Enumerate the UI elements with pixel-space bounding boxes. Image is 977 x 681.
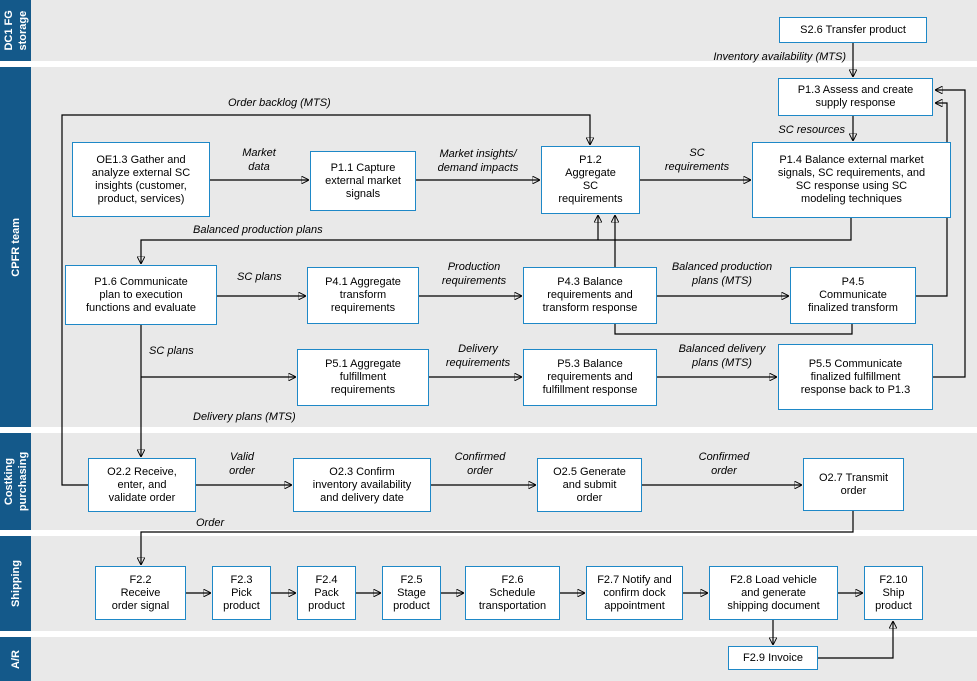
- process-box-p4-5: P4.5 Communicate finalized transform: [790, 267, 916, 324]
- lane-label-shipping: Shipping: [9, 559, 22, 608]
- flow-label-sc-plans-1: SC plans: [237, 271, 282, 283]
- process-box-f2-8: F2.8 Load vehicle and generate shipping …: [709, 566, 838, 620]
- lane-header-costking-purchasing: Costking purchasing: [0, 433, 31, 530]
- flow-label-production-requirements: Production requirements: [441, 261, 507, 287]
- flow-label-balanced-production-plans: Balanced production plans: [193, 224, 323, 236]
- flow-label-market-data: Market data: [242, 147, 276, 173]
- process-box-f2-6: F2.6 Schedule transportation: [465, 566, 560, 620]
- process-box-f2-10: F2.10 Ship product: [864, 566, 923, 620]
- flow-label-delivery-plans-mts: Delivery plans (MTS): [193, 411, 296, 423]
- lane-header-shipping: Shipping: [0, 536, 31, 631]
- flow-label-balanced-delivery-plans-mts: Balanced delivery plans (MTS): [678, 343, 766, 369]
- flow-label-order-backlog: Order backlog (MTS): [228, 97, 331, 109]
- process-box-p1-3: P1.3 Assess and create supply response: [778, 78, 933, 116]
- flow-label-market-insights: Market insights/ demand impacts: [437, 148, 519, 174]
- process-box-o2-3: O2.3 Confirm inventory availability and …: [293, 458, 431, 512]
- process-box-f2-5: F2.5 Stage product: [382, 566, 441, 620]
- process-box-f2-7: F2.7 Notify and confirm dock appointment: [586, 566, 683, 620]
- process-box-o2-2: O2.2 Receive, enter, and validate order: [88, 458, 196, 512]
- lane-ar: [0, 637, 977, 681]
- flow-label-sc-plans-2: SC plans: [149, 345, 194, 357]
- process-box-p5-1: P5.1 Aggregate fulfillment requirements: [297, 349, 429, 406]
- process-box-p1-1: P1.1 Capture external market signals: [310, 151, 416, 211]
- process-box-p5-5: P5.5 Communicate finalized fulfillment r…: [778, 344, 933, 410]
- lane-label-ar: A/R: [9, 649, 22, 669]
- flow-label-order: Order: [196, 517, 225, 529]
- process-box-f2-4: F2.4 Pack product: [297, 566, 356, 620]
- lane-header-cpfr-team: CPFR team: [0, 67, 31, 427]
- lane-header-ar: A/R: [0, 637, 31, 681]
- flow-label-confirmed-order-1: Confirmed order: [454, 451, 506, 477]
- flow-label-valid-order: Valid order: [229, 451, 255, 477]
- lane-label-dc1-fg-storage: DC1 FG storage: [2, 10, 29, 51]
- process-box-p4-3: P4.3 Balance requirements and transform …: [523, 267, 657, 324]
- flow-label-sc-resources: SC resources: [778, 124, 845, 136]
- process-box-oe1-3: OE1.3 Gather and analyze external SC ins…: [72, 142, 210, 217]
- process-box-p1-6: P1.6 Communicate plan to execution funct…: [65, 265, 217, 325]
- process-box-p5-3: P5.3 Balance requirements and fulfillmen…: [523, 349, 657, 406]
- lane-label-cpfr-team: CPFR team: [9, 217, 22, 277]
- process-box-s2-6: S2.6 Transfer product: [779, 17, 927, 43]
- lane-header-dc1-fg-storage: DC1 FG storage: [0, 0, 31, 61]
- process-box-p1-2: P1.2 Aggregate SC requirements: [541, 146, 640, 214]
- process-box-p1-4: P1.4 Balance external market signals, SC…: [752, 142, 951, 218]
- flow-label-balanced-production-plans-mts: Balanced production plans (MTS): [671, 261, 773, 287]
- process-box-o2-5: O2.5 Generate and submit order: [537, 458, 642, 512]
- lane-label-costking-purchasing: Costking purchasing: [2, 451, 29, 512]
- flow-label-sc-requirements: SC requirements: [664, 147, 730, 173]
- flow-label-delivery-requirements: Delivery requirements: [445, 343, 511, 369]
- process-box-f2-3: F2.3 Pick product: [212, 566, 271, 620]
- process-box-f2-9: F2.9 Invoice: [728, 646, 818, 670]
- process-box-p4-1: P4.1 Aggregate transform requirements: [307, 267, 419, 324]
- process-box-o2-7: O2.7 Transmit order: [803, 458, 904, 511]
- flow-label-confirmed-order-2: Confirmed order: [698, 451, 750, 477]
- flow-label-inventory-availability: Inventory availability (MTS): [713, 51, 846, 63]
- process-box-f2-2: F2.2 Receive order signal: [95, 566, 186, 620]
